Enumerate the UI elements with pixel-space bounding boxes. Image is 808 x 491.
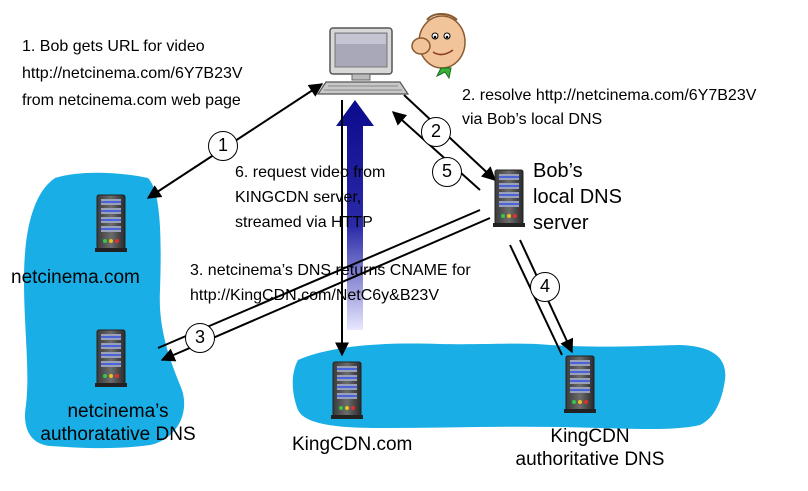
local-dns-server-icon	[492, 169, 526, 228]
step6-note: 6. request video from KINGCDN server, st…	[235, 160, 385, 235]
kingcdn-dns-line1: KingCDN	[550, 426, 630, 447]
netcinema-dns-line2: authoratative DNS	[40, 424, 196, 445]
step3-line2: http://KingCDN.com/NetC6y&B23V	[190, 287, 439, 304]
local-dns-line2: local DNS	[533, 186, 622, 208]
kingcdn-dns-server-icon	[563, 355, 597, 414]
step3-line-b	[160, 217, 491, 362]
step-number-3: 3	[185, 323, 215, 353]
netcinema-server-icon	[94, 194, 128, 253]
user-face-icon	[411, 13, 466, 80]
netcinema-network-cloud	[24, 172, 185, 449]
step1-line1: 1. Bob gets URL for video	[22, 38, 205, 55]
local-dns-line3: server	[533, 212, 589, 234]
netcinema-dns-label: netcinema’s authoratative DNS	[38, 400, 198, 446]
local-dns-label: Bob’s local DNS server	[533, 158, 622, 236]
step6-line1: 6. request video from	[235, 164, 386, 181]
http-video-stream-arrow	[336, 100, 374, 330]
step-number-5: 5	[432, 157, 462, 187]
netcinema-label: netcinema.com	[11, 267, 140, 288]
step-number-2: 2	[421, 117, 451, 147]
step2-line2: via Bob’s local DNS	[462, 111, 603, 128]
netcinema-dns-line1: netcinema’s	[67, 401, 169, 422]
kingcdn-label: KingCDN.com	[292, 434, 413, 455]
netcinema-dns-server-icon	[94, 329, 128, 388]
step2-line1: 2. resolve http://netcinema.com/6Y7B23V	[462, 87, 757, 104]
step6-line2: KINGCDN server,	[235, 189, 362, 206]
step-number-1: 1	[208, 131, 238, 161]
step1-line3: from netcinema.com web page	[22, 92, 241, 109]
step5-arrow	[391, 111, 481, 191]
step3-note: 3. netcinema’s DNS returns CNAME for htt…	[190, 258, 471, 308]
kingcdn-network-cloud	[292, 343, 726, 430]
step6-line3: streamed via HTTP	[235, 214, 373, 231]
step1-note: 1. Bob gets URL for video http://netcine…	[22, 33, 243, 114]
kingcdn-dns-label: KingCDN authoritative DNS	[505, 425, 675, 471]
kingcdn-dns-line2: authoritative DNS	[515, 449, 665, 470]
local-dns-line1: Bob’s	[533, 160, 583, 182]
step3-line-a	[157, 209, 481, 349]
client-computer-icon	[316, 27, 410, 95]
step-number-4: 4	[530, 272, 560, 302]
step1-line2: http://netcinema.com/6Y7B23V	[22, 65, 243, 82]
step3-line1: 3. netcinema’s DNS returns CNAME for	[190, 262, 471, 279]
step4-line-b	[509, 244, 563, 356]
kingcdn-server-icon	[330, 361, 364, 420]
step2-note: 2. resolve http://netcinema.com/6Y7B23V …	[462, 84, 756, 132]
